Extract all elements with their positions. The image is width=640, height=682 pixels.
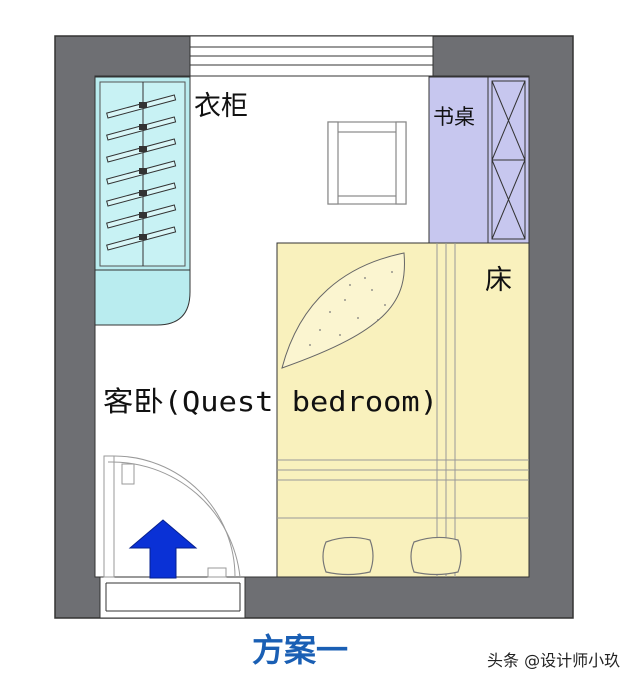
top-window xyxy=(189,35,434,77)
chair-icon xyxy=(327,121,407,205)
door-swing-icon xyxy=(103,455,241,578)
bed-label: 床 xyxy=(485,265,512,296)
bed xyxy=(276,242,530,578)
wardrobe-label: 衣柜 xyxy=(194,91,248,122)
blanket-fold xyxy=(281,252,405,369)
plan-caption: 方案一 xyxy=(252,631,348,669)
desk-label: 书桌 xyxy=(433,105,475,129)
watermark: 头条 @设计师小玖 xyxy=(487,651,620,670)
wardrobe xyxy=(94,76,191,326)
pillow-icon xyxy=(322,536,462,576)
entry-arrow-icon xyxy=(128,519,198,579)
room-label: 客卧(Quest bedroom) xyxy=(103,385,438,418)
door-opening xyxy=(99,576,246,619)
desk xyxy=(428,76,530,244)
